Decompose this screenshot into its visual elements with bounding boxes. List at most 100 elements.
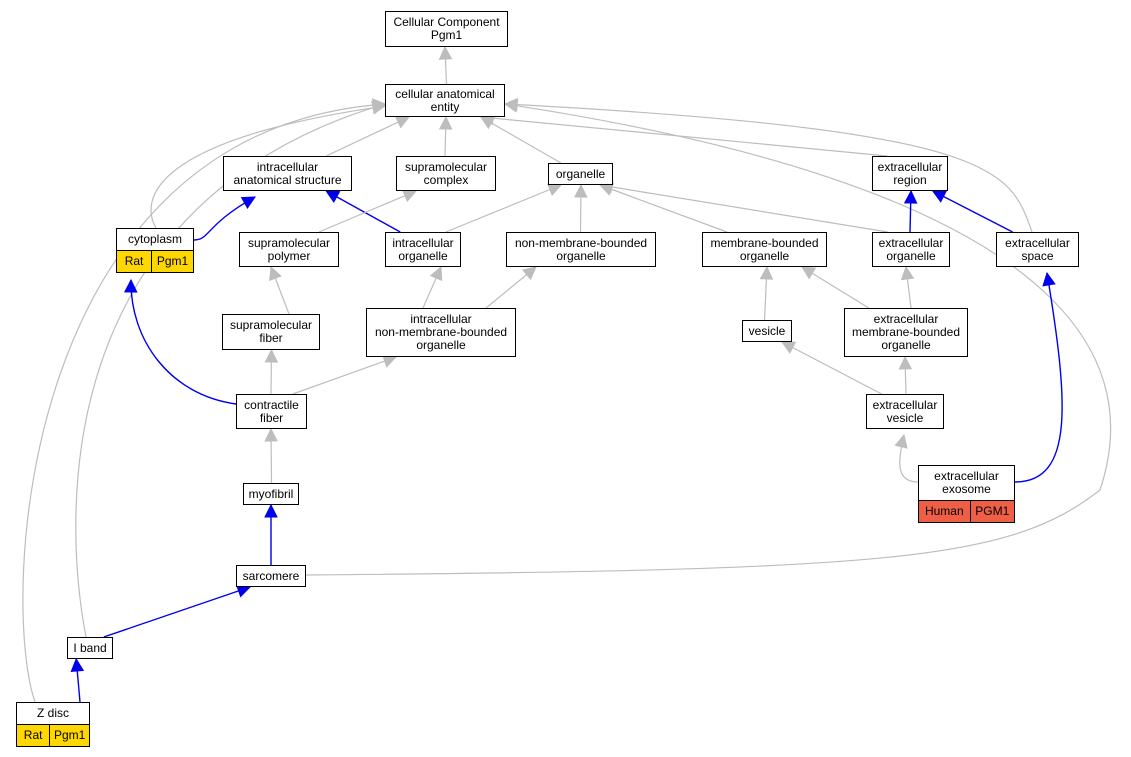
edge-org-to-cae — [480, 116, 562, 164]
node-label: cytoplasm — [127, 232, 183, 246]
edge-zd-to-cae-arrowhead — [372, 98, 387, 112]
node-label: fiber — [259, 410, 284, 425]
node-label: sarcomere — [242, 568, 300, 583]
edge-emb-to-mbo-arrowhead — [801, 266, 817, 280]
node-label: membrane-bounded — [710, 235, 819, 250]
edge-exr-to-cae — [480, 116, 888, 157]
edge-zd-to-ib-arrowhead — [70, 657, 85, 673]
edge-ico-to-org — [445, 184, 562, 233]
edge-emb-to-exo-arrowhead — [900, 265, 915, 281]
node-label: space — [1021, 248, 1054, 263]
node-ves[interactable]: vesicle — [742, 320, 792, 342]
node-label: organelle — [881, 338, 931, 352]
node-label: extracellular — [873, 312, 939, 326]
node-label: organelle — [555, 166, 606, 181]
node-label: Z disc — [36, 706, 69, 720]
edge-smp-to-smc — [318, 190, 417, 233]
node-sar[interactable]: sarcomere — [236, 565, 306, 587]
edge-ico-to-ias-arrowhead — [325, 190, 341, 204]
tag-pgm1: PGM1 — [969, 501, 1014, 522]
edge-emb-to-mbo — [801, 266, 870, 309]
node-label: organelle — [416, 338, 466, 352]
node-label: extracellular — [872, 397, 938, 412]
node-label: non-membrane-bounded — [514, 235, 648, 250]
node-label: organelle — [739, 248, 790, 263]
node-label: vesicle — [886, 410, 924, 425]
node-label: extracellular — [934, 469, 999, 483]
edge-exv-to-ves — [781, 341, 882, 395]
edge-inmb-to-nmb-arrowhead — [522, 266, 537, 281]
node-label: supramolecular — [229, 318, 313, 332]
tag-human: Human — [919, 501, 970, 522]
edge-cae-to-cc-arrowhead — [438, 45, 453, 60]
node-label: entity — [430, 99, 460, 114]
edge-ctf-to-smf-arrowhead — [264, 348, 279, 363]
edge-exso-to-exs-arrowhead — [1042, 271, 1056, 287]
node-label: supramolecular — [404, 159, 488, 174]
edge-exs-to-exr — [932, 190, 1013, 233]
edge-smf-to-smp-arrowhead — [269, 265, 282, 282]
tag-rat: Rat — [17, 725, 50, 746]
edge-exv-to-emb-arrowhead — [898, 355, 913, 370]
node-label: polymer — [267, 248, 311, 263]
node-ib[interactable]: I band — [67, 637, 113, 659]
node-label: intracellular — [392, 235, 454, 250]
edge-exs-to-exr-arrowhead — [931, 190, 948, 203]
node-label: myofibril — [248, 486, 294, 501]
edge-exo-to-org — [599, 184, 888, 233]
node-label: non-membrane-bounded — [374, 325, 508, 339]
edge-exv-to-ves-arrowhead — [781, 341, 797, 354]
edge-smp-to-smc-arrowhead — [401, 189, 418, 203]
node-label: Cellular Component — [393, 15, 500, 29]
node-org[interactable]: organelle — [548, 163, 613, 185]
edge-ico-to-ias — [325, 190, 401, 233]
node-label: extracellular — [877, 159, 943, 174]
node-label: extracellular — [878, 235, 944, 250]
node-label: supramolecular — [247, 235, 331, 250]
edge-nmb-to-org-arrowhead — [574, 183, 588, 198]
edge-ias-to-cae-arrowhead — [394, 116, 411, 129]
node-label: organelle — [556, 248, 606, 263]
edge-exs-to-cae — [504, 103, 1033, 233]
edge-mbo-to-org — [599, 184, 728, 233]
edge-cyt-to-cae — [150, 105, 386, 229]
edge-ib-to-sar — [103, 586, 251, 638]
node-label: region — [893, 172, 927, 187]
edge-zd-to-cae — [22, 103, 386, 703]
edge-inmb-to-ico-arrowhead — [429, 265, 443, 282]
edge-cyt-to-ias-arrowhead — [240, 196, 256, 210]
node-label: intracellular — [256, 159, 319, 174]
node-label: organelle — [398, 248, 448, 263]
edge-ctf-to-inmb-arrowhead — [381, 354, 398, 368]
node-label: intracellular — [410, 312, 472, 326]
edge-ctf-to-inmb — [292, 356, 397, 395]
node-myo[interactable]: myofibril — [243, 483, 299, 505]
node-label: exosome — [942, 482, 991, 496]
edge-sar-to-cae-arrowhead — [503, 99, 519, 113]
edge-ctf-to-cyt-arrowhead — [123, 278, 138, 293]
tag-pgm1: Pgm1 — [151, 251, 193, 272]
